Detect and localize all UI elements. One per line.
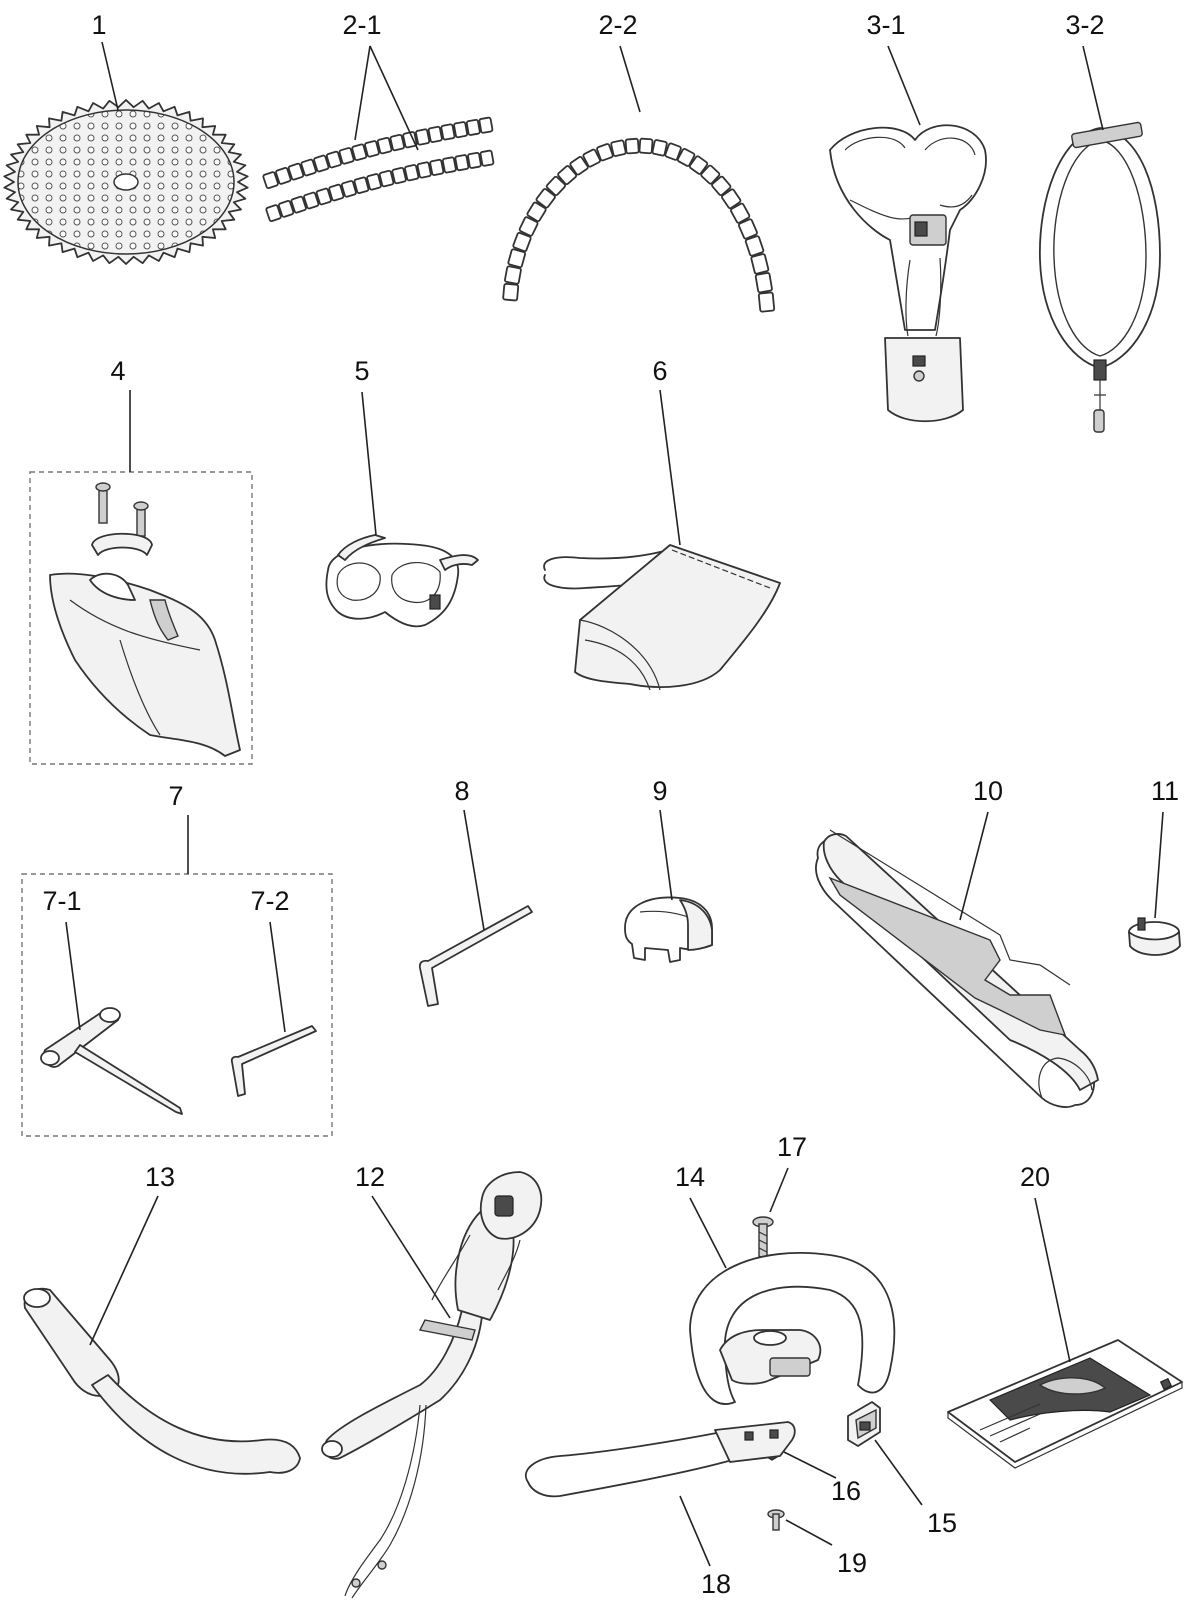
leader-7-2 (269, 921, 286, 1033)
label-6: 6 (652, 356, 667, 386)
label-16: 16 (831, 1476, 861, 1506)
part-7-2-hex-key (230, 1025, 317, 1097)
label-3-1: 3-1 (866, 10, 905, 40)
leader-7-1 (65, 921, 81, 1031)
label-8: 8 (454, 776, 469, 806)
part-1-saw-blade (3, 99, 249, 265)
label-20: 20 (1020, 1162, 1050, 1192)
label-4: 4 (110, 356, 125, 386)
leader-8 (463, 809, 485, 931)
label-14: 14 (675, 1162, 705, 1192)
label-1: 1 (91, 10, 106, 40)
label-15: 15 (927, 1508, 957, 1538)
part-3-1-shoulder-harness (829, 124, 987, 423)
part-4-frame (29, 471, 253, 765)
leader-9 (659, 809, 673, 901)
leader-3-1 (887, 45, 921, 126)
part-5-safety-goggles (325, 534, 479, 628)
leader-2-2 (619, 45, 641, 113)
leader-14 (689, 1197, 727, 1269)
label-19: 19 (837, 1548, 867, 1578)
label-10: 10 (973, 776, 1003, 806)
part-10-shaft-cover (815, 829, 1099, 1108)
part-20-instruction-manual (947, 1339, 1183, 1469)
part-8-hex-wrench (418, 905, 533, 1007)
part-18-barrier-bar (525, 1421, 796, 1498)
label-12: 12 (355, 1162, 385, 1192)
part-3-2-shoulder-belt (1039, 121, 1161, 433)
leader-15 (874, 1439, 923, 1506)
label-18: 18 (701, 1569, 731, 1599)
leader-6 (659, 389, 681, 546)
part-11-clamp-ring (1128, 917, 1181, 956)
leader-10 (959, 811, 989, 921)
label-5: 5 (354, 356, 369, 386)
leader-17 (769, 1167, 789, 1213)
part-19-screw (767, 1509, 785, 1531)
part-14-loop-handle (689, 1251, 896, 1405)
part-13-left-handle (23, 1287, 301, 1475)
leader-2-1a (354, 45, 371, 141)
label-13: 13 (145, 1162, 175, 1192)
leader-11 (1154, 811, 1164, 919)
label-7: 7 (168, 781, 183, 811)
leader-12 (371, 1195, 451, 1319)
part-12-throttle-handle (321, 1171, 543, 1599)
label-3-2: 3-2 (1065, 10, 1104, 40)
label-7-1: 7-1 (42, 886, 81, 916)
part-2-1-trimmer-strips (262, 116, 495, 222)
part-9-clip (624, 896, 713, 963)
leader-18 (679, 1495, 711, 1567)
part-7-frame (21, 873, 333, 1137)
leader-19 (785, 1519, 833, 1546)
part-2-2-curved-strip (502, 137, 776, 313)
label-11: 11 (1151, 776, 1179, 806)
label-2-1: 2-1 (342, 10, 381, 40)
label-9: 9 (652, 776, 667, 806)
leader-16 (779, 1449, 837, 1479)
leader-20 (1034, 1197, 1071, 1363)
label-17: 17 (777, 1132, 807, 1162)
part-7-1-plug-wrench (40, 1007, 183, 1115)
leader-1 (101, 41, 119, 111)
leader-13 (89, 1195, 159, 1346)
part-4-blade-guard (49, 482, 241, 757)
leader-5 (361, 391, 377, 536)
part-15-clamp (847, 1401, 881, 1447)
leader-2-1b (369, 45, 419, 151)
part-6-tool-bag (543, 544, 781, 691)
part-17-bolt (752, 1216, 774, 1271)
leader-3-2 (1082, 45, 1104, 131)
label-7-2: 7-2 (250, 886, 289, 916)
label-2-2: 2-2 (598, 10, 637, 40)
